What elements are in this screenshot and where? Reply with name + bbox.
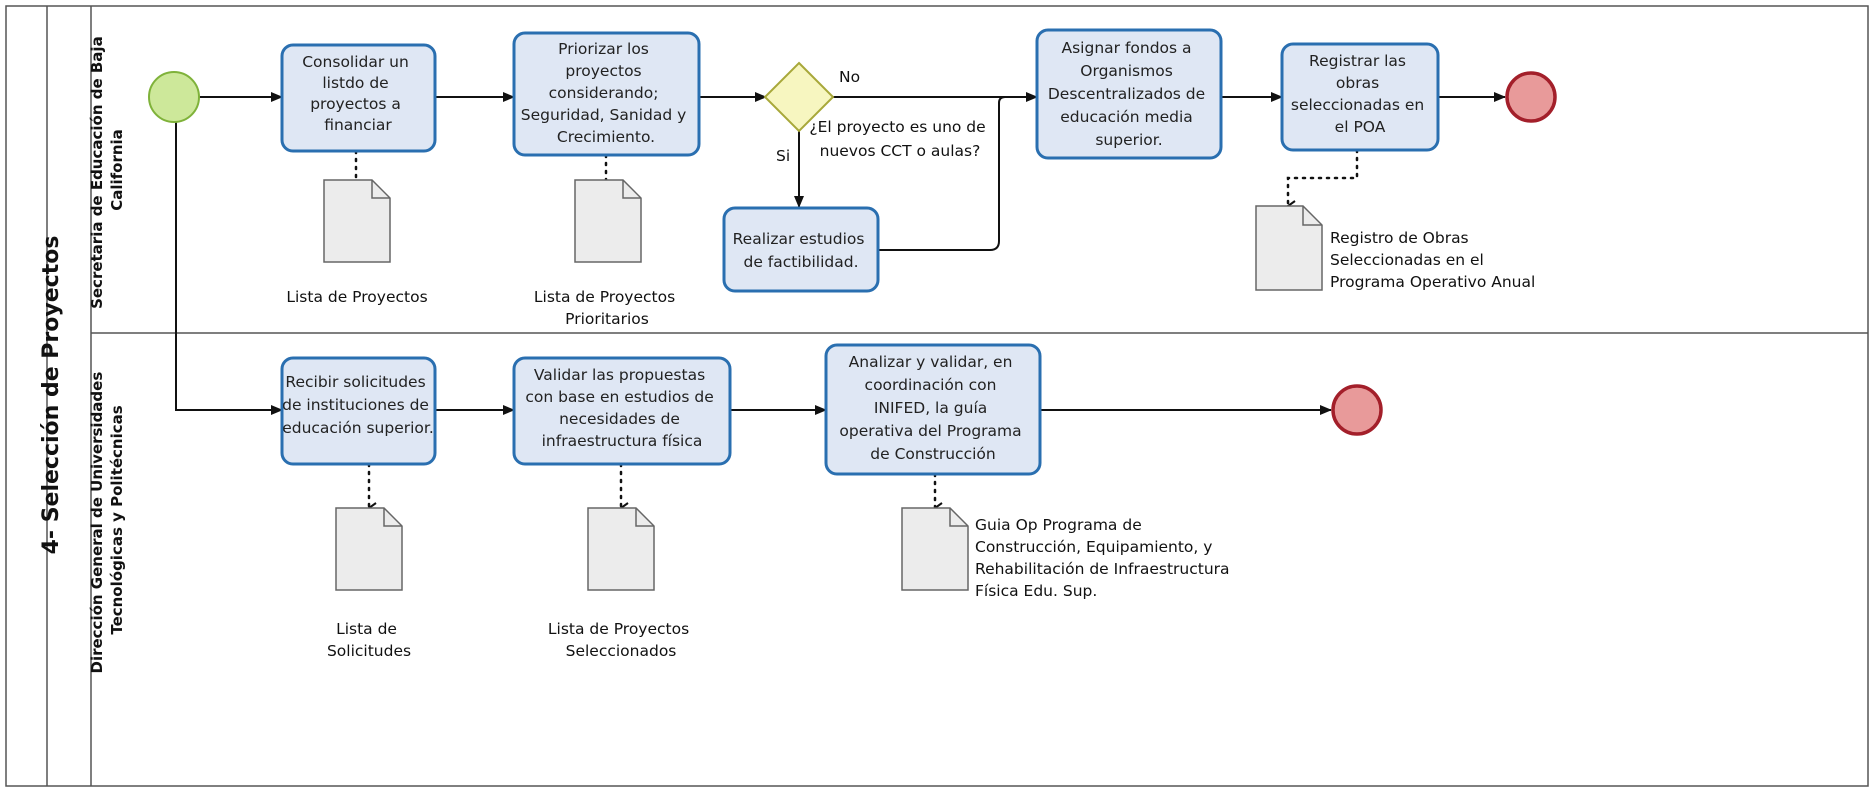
document-lista-prioritarios-label: Lista de Proyectos Prioritarios <box>534 288 680 328</box>
document-lista-proyectos-label: Lista de Proyectos <box>286 288 427 306</box>
lane-label-dgutp: Dirección General de Universidades Tecno… <box>88 367 126 674</box>
document-lista-seleccionados[interactable]: Lista de Proyectos Seleccionados <box>548 507 694 660</box>
task-realizar[interactable]: Realizar estudios de factibilidad. <box>722 206 880 293</box>
task-registrar-label: Registrar las obras seleccionadas en el … <box>1291 52 1429 136</box>
end-event-dgutp[interactable] <box>1331 384 1383 436</box>
flow-start-to-recibir <box>175 122 283 415</box>
end-event-sebc[interactable] <box>1505 71 1557 123</box>
gateway-yes-label: Si <box>776 147 790 165</box>
assoc-registrar-doc <box>1286 148 1359 212</box>
task-validar-label: Validar las propuestas con base en estud… <box>525 366 718 450</box>
task-priorizar[interactable]: Priorizar los proyectos considerando; Se… <box>512 31 701 157</box>
gateway-no-label: No <box>839 68 860 86</box>
pool-title: 4- Selección de Proyectos <box>39 236 64 555</box>
exclusive-gateway[interactable] <box>763 61 835 133</box>
task-realizar-label: Realizar estudios de factibilidad. <box>733 230 870 271</box>
task-consolidar[interactable]: Consolidar un listdo de proyectos a fina… <box>280 43 437 153</box>
task-asignar[interactable]: Asignar fondos a Organismos Descentraliz… <box>1035 28 1223 160</box>
document-lista-solicitudes-label: Lista de Solicitudes <box>327 620 411 660</box>
task-priorizar-label: Priorizar los proyectos considerando; Se… <box>521 40 691 146</box>
document-guia-op[interactable]: Guia Op Programa de Construcción, Equipa… <box>901 507 1234 600</box>
document-lista-prioritarios[interactable]: Lista de Proyectos Prioritarios <box>534 179 680 328</box>
document-guia-op-label: Guia Op Programa de Construcción, Equipa… <box>975 516 1234 600</box>
document-lista-solicitudes[interactable]: Lista de Solicitudes <box>327 507 411 660</box>
document-registro-obras[interactable]: Registro de Obras Seleccionadas en el Pr… <box>1255 205 1535 291</box>
task-registrar[interactable]: Registrar las obras seleccionadas en el … <box>1280 42 1440 152</box>
task-asignar-label: Asignar fondos a Organismos Descentraliz… <box>1048 39 1210 149</box>
task-consolidar-label: Consolidar un listdo de proyectos a fina… <box>302 53 414 134</box>
document-icon <box>335 507 403 591</box>
task-validar[interactable]: Validar las propuestas con base en estud… <box>512 356 732 466</box>
task-recibir[interactable]: Recibir solicitudes de instituciones de … <box>280 356 437 466</box>
document-icon <box>587 507 655 591</box>
document-icon <box>1255 205 1323 291</box>
task-analizar-label: Analizar y validar, en coordinación con … <box>839 353 1026 463</box>
document-lista-seleccionados-label: Lista de Proyectos Seleccionados <box>548 620 694 660</box>
task-analizar[interactable]: Analizar y validar, en coordinación con … <box>824 343 1042 476</box>
document-icon <box>574 179 642 263</box>
task-recibir-label: Recibir solicitudes de instituciones de … <box>282 373 434 437</box>
flow-realizar-to-asignar <box>878 96 1006 251</box>
document-icon <box>323 179 391 263</box>
lane-label-sebc: Secretaria de Educación de Baja Californ… <box>88 31 126 309</box>
start-event[interactable] <box>148 71 200 123</box>
gateway-question: ¿El proyecto es uno de nuevos CCT o aula… <box>809 118 990 160</box>
document-lista-proyectos[interactable]: Lista de Proyectos <box>286 179 428 306</box>
document-registro-obras-label: Registro de Obras Seleccionadas en el Pr… <box>1330 229 1535 291</box>
document-icon <box>901 507 969 591</box>
